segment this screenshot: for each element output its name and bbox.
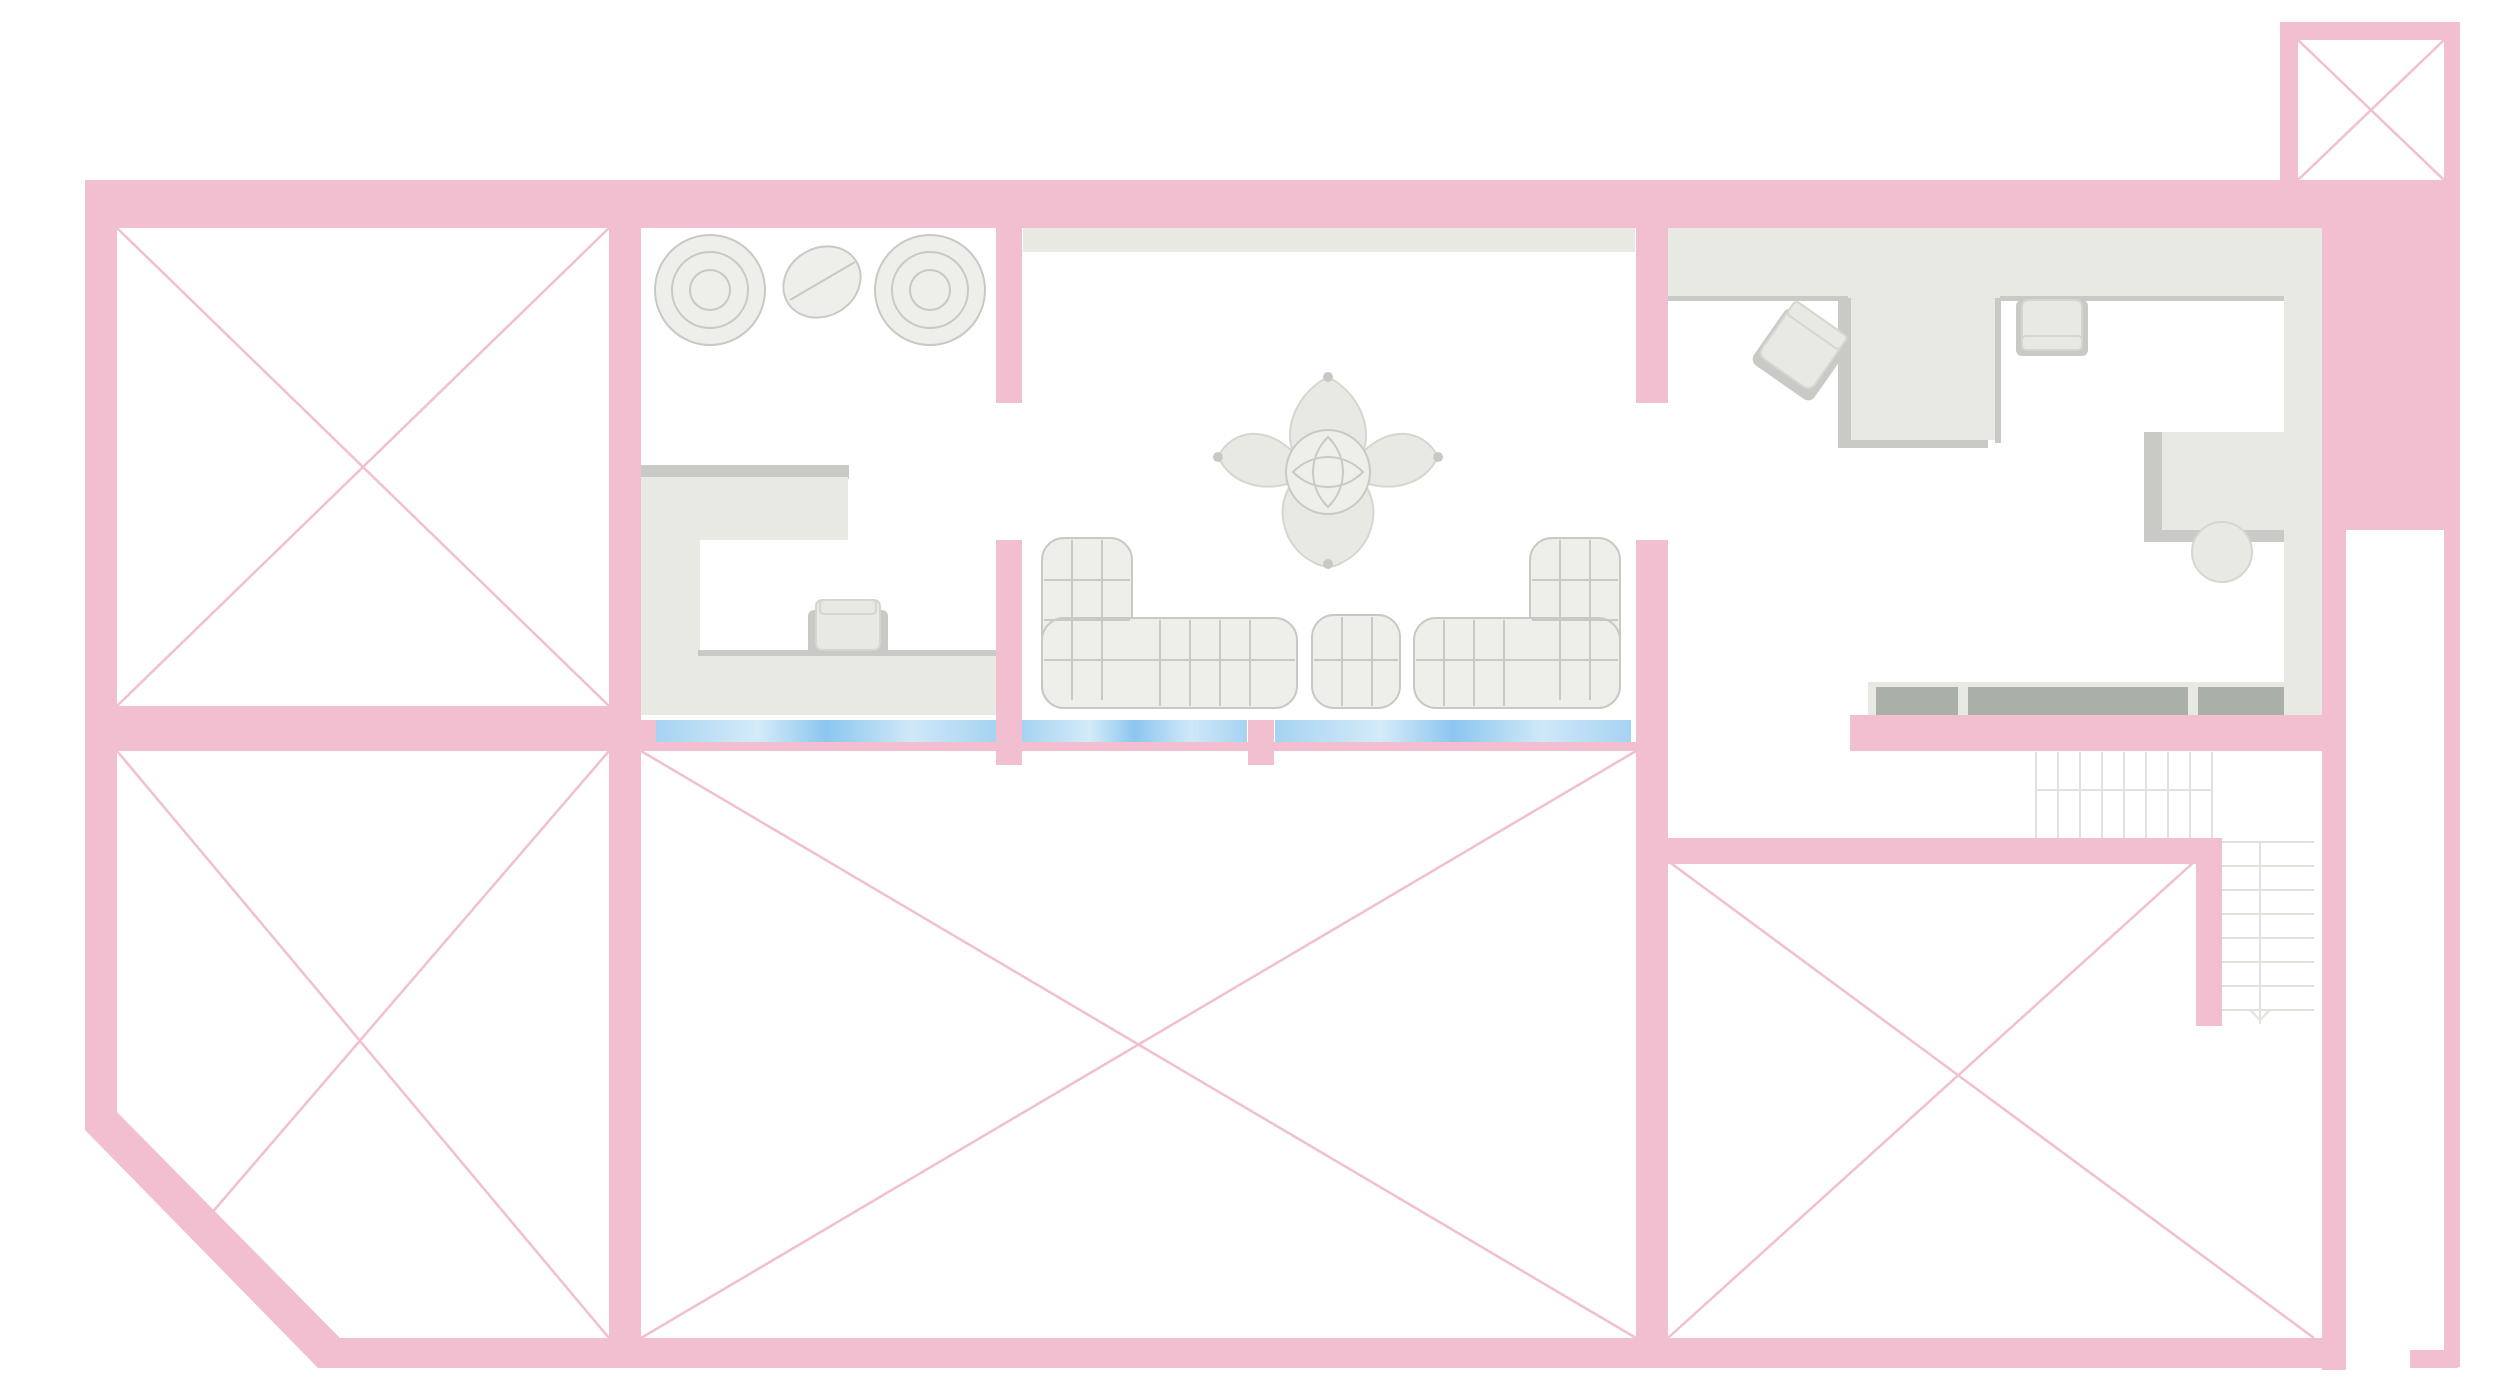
- void-top-left: [116, 227, 610, 707]
- office-chair-left: [1752, 301, 1848, 401]
- arrow-down-icon: [2249, 985, 2271, 1022]
- office-desk-system: [1668, 228, 2324, 717]
- void-markers: [116, 39, 2445, 1340]
- ottoman-center: [1311, 614, 1401, 709]
- office-stool: [2191, 521, 2253, 583]
- window-sill-strip: [1023, 228, 1635, 252]
- sofa-left: [1041, 537, 1298, 709]
- staircase: [2035, 752, 2314, 1024]
- stair-treads-lower: [2214, 841, 2314, 1024]
- reception-desk: [641, 465, 998, 715]
- storage-cabinets: [1868, 682, 2324, 717]
- stair-treads-upper: [2035, 752, 2213, 842]
- walls: [85, 22, 2460, 1370]
- glass-partition: [656, 720, 1631, 742]
- void-bottom-left: [116, 750, 610, 1339]
- void-roof-shaft: [2297, 39, 2445, 181]
- void-bottom-right: [1667, 859, 2315, 1340]
- side-table: [782, 245, 862, 319]
- office-chair-right: [2016, 299, 2088, 356]
- flower-rug: [1213, 372, 1443, 569]
- lounge-corner: [654, 234, 986, 346]
- void-bottom-center: [640, 749, 1637, 1340]
- sofa-right: [1413, 537, 1621, 709]
- reception-chair: [808, 599, 888, 656]
- pouf-left: [654, 234, 766, 346]
- pouf-right: [874, 234, 986, 346]
